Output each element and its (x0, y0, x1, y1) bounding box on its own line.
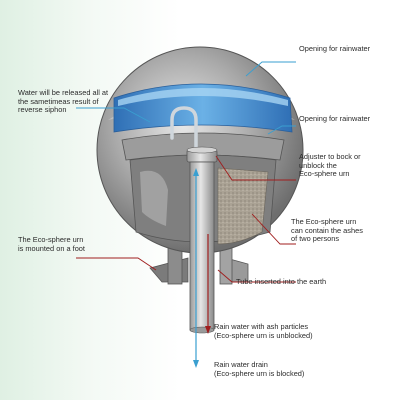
leader-tube (217, 269, 296, 283)
label-line: reverse siphon (18, 105, 67, 115)
label-line: Rain water drain (214, 360, 268, 369)
label-line: can contain the ashes (291, 225, 363, 235)
label-line: Adjuster to bock or (299, 152, 361, 161)
leader-opening-side (267, 125, 296, 135)
leader-adjuster (215, 155, 296, 181)
label-ash-water: Rain water with ash particles(Eco-sphere… (214, 322, 313, 340)
label-opening-top: Opening for rainwater (299, 44, 371, 54)
ash-compartment (217, 167, 269, 245)
label-tube: Tube inserted into the earth (236, 277, 327, 287)
label-line: Water will be released all at (18, 88, 109, 97)
water-reservoir (113, 83, 293, 133)
leader-capacity (251, 213, 296, 245)
label-line: Opening for rainwater (299, 114, 371, 123)
label-opening-side: Opening for rainwater (299, 114, 371, 124)
label-line: Rain water with ash particles (214, 322, 309, 331)
label-line: Eco-sphere urn (299, 169, 350, 179)
leader-water-release (76, 107, 151, 123)
leader-opening-top (245, 61, 296, 77)
label-drain: Rain water drain(Eco-sphere urn is block… (214, 360, 305, 378)
label-line: The Eco-sphere urn (18, 235, 84, 244)
label-line: unblock the (299, 160, 337, 170)
label-line: of two persons (291, 234, 340, 244)
label-line: Tube inserted into the earth (236, 277, 327, 286)
label-line: The Eco-sphere urn (291, 217, 357, 226)
label-line: Opening for rainwater (299, 44, 371, 53)
leader-mounted (76, 257, 157, 271)
label-line: the sametimeas result of (18, 96, 99, 106)
leader-lines (76, 61, 296, 283)
label-line: is mounted on a foot (18, 243, 85, 253)
flow-arrows (193, 168, 211, 368)
label-line: (Eco-sphere urn is unblocked) (214, 330, 313, 340)
siphon-hook (170, 106, 198, 152)
central-tube (186, 146, 218, 334)
label-line: (Eco-sphere urn is blocked) (214, 368, 305, 378)
